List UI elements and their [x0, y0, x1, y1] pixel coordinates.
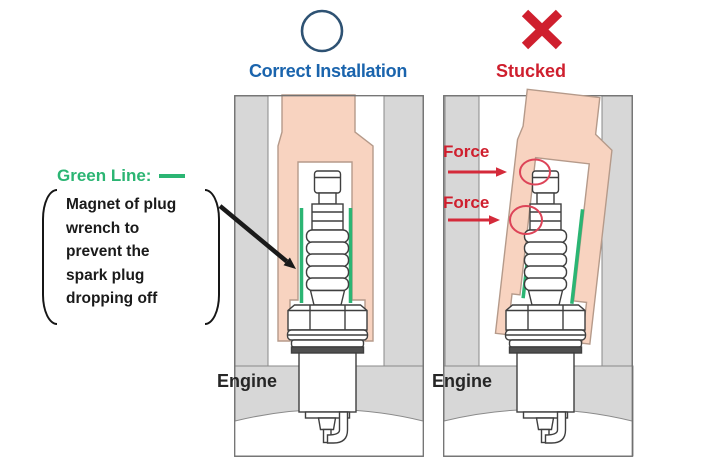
title-correct-installation: Correct Installation [248, 61, 408, 81]
magnet-note: Magnet of plug wrench to prevent the spa… [42, 189, 220, 325]
panel-stucked [443, 87, 634, 457]
green-line-swatch [159, 174, 186, 178]
cylinder-wall-right [601, 95, 633, 367]
force-arrow-1 [448, 167, 507, 177]
note-line: dropping off [66, 290, 158, 307]
green-line-legend: Green Line: [57, 166, 186, 186]
contact-stress-circle-1 [519, 158, 551, 186]
contact-stress-circle-2 [509, 205, 543, 235]
callout-arrow [218, 204, 296, 269]
title-stucked: Stucked [495, 61, 567, 81]
green-line-label: Green Line: [57, 166, 152, 185]
note-line: spark plug [66, 266, 145, 284]
note-line: wrench to [66, 219, 140, 237]
combustion-chamber [444, 409, 632, 456]
engine-label-right: Engine [432, 371, 493, 391]
engine-label-left: Engine [217, 371, 278, 391]
force-label-2: Force [443, 193, 490, 212]
bracket-left [42, 189, 57, 325]
panel-correct-installation [234, 93, 424, 457]
force-label-1: Force [443, 142, 490, 161]
panel-border [234, 95, 424, 457]
circle-ok-icon [300, 9, 344, 53]
note-line: Magnet of plug [66, 196, 177, 213]
cylinder-wall-left [444, 95, 480, 367]
magnet-note-text: Magnet of plug wrench to prevent the spa… [57, 189, 205, 325]
x-mark-icon [521, 9, 563, 50]
cylinder-wall-right [383, 95, 424, 367]
force-arrow-2 [448, 215, 500, 225]
bracket-right [205, 189, 220, 325]
note-line: prevent the [66, 243, 150, 260]
